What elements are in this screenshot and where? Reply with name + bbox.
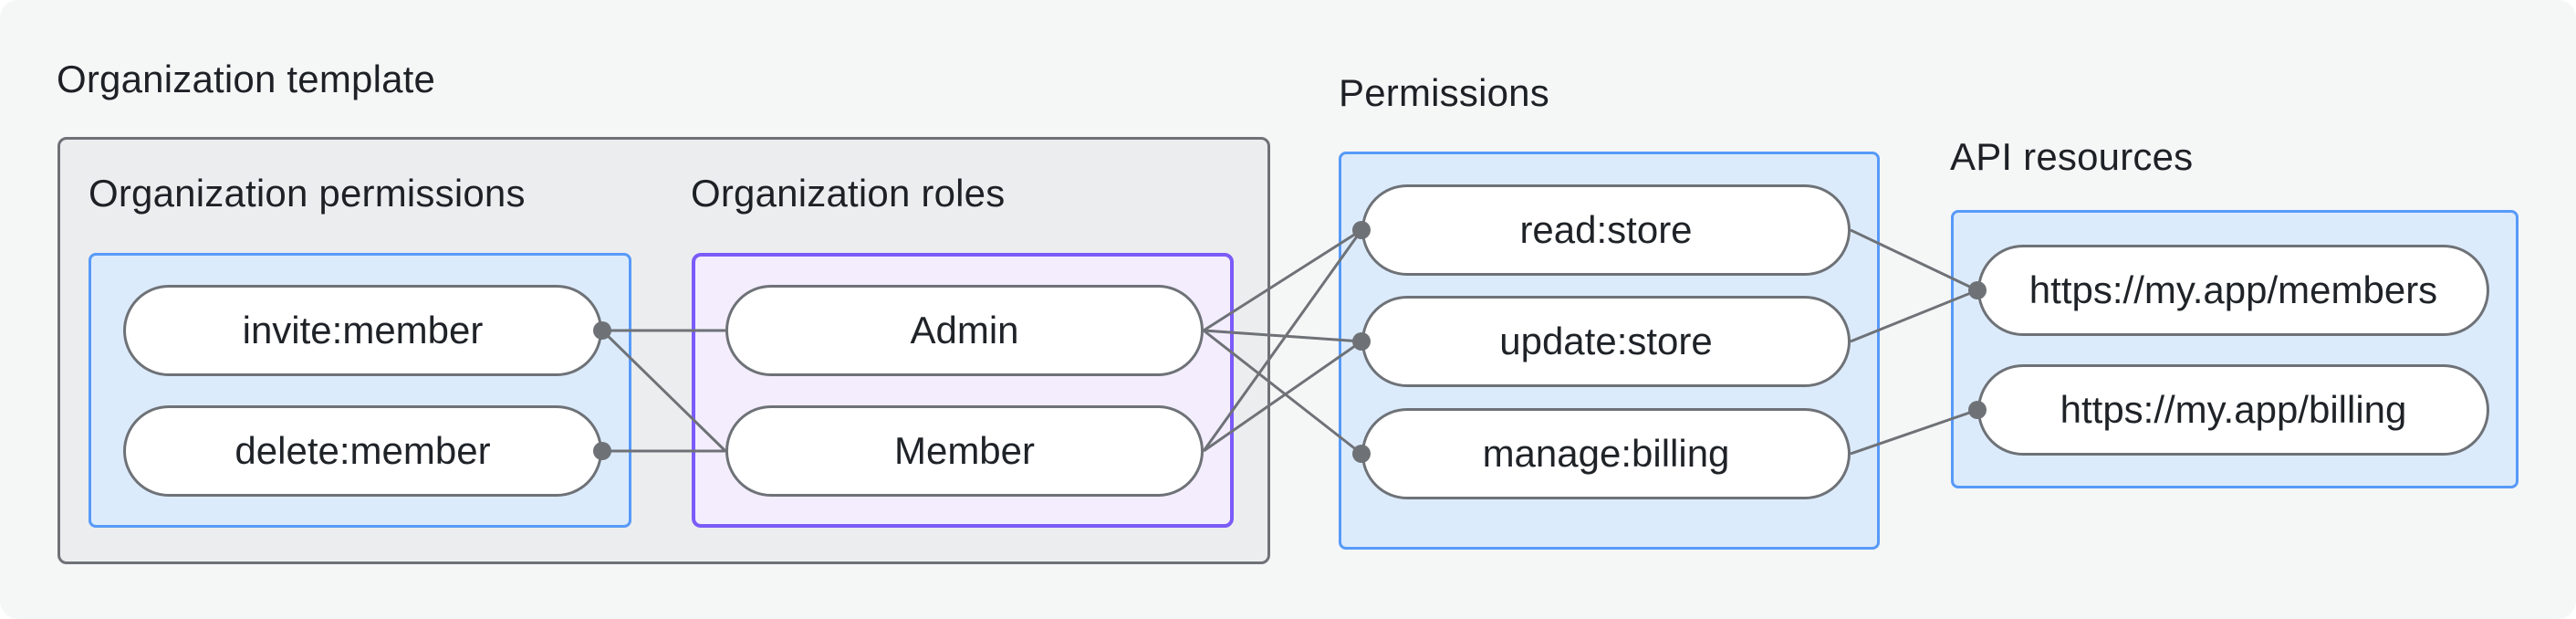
node-invite-member: invite:member [123,285,602,376]
node-manage-billing: manage:billing [1361,408,1851,499]
node-admin: Admin [725,285,1204,376]
org-template-title: Organization template [57,58,436,100]
node-api-billing: https://my.app/billing [1977,364,2489,456]
node-api-members: https://my.app/members [1977,245,2489,336]
node-read-store: read:store [1361,184,1851,276]
node-update-store: update:store [1361,296,1851,387]
org-permissions-title: Organization permissions [89,172,526,215]
permissions-title: Permissions [1339,71,1549,114]
api-resources-title: API resources [1950,135,2194,178]
node-member: Member [725,405,1204,497]
org-roles-title: Organization roles [691,172,1006,215]
node-delete-member: delete:member [123,405,602,497]
